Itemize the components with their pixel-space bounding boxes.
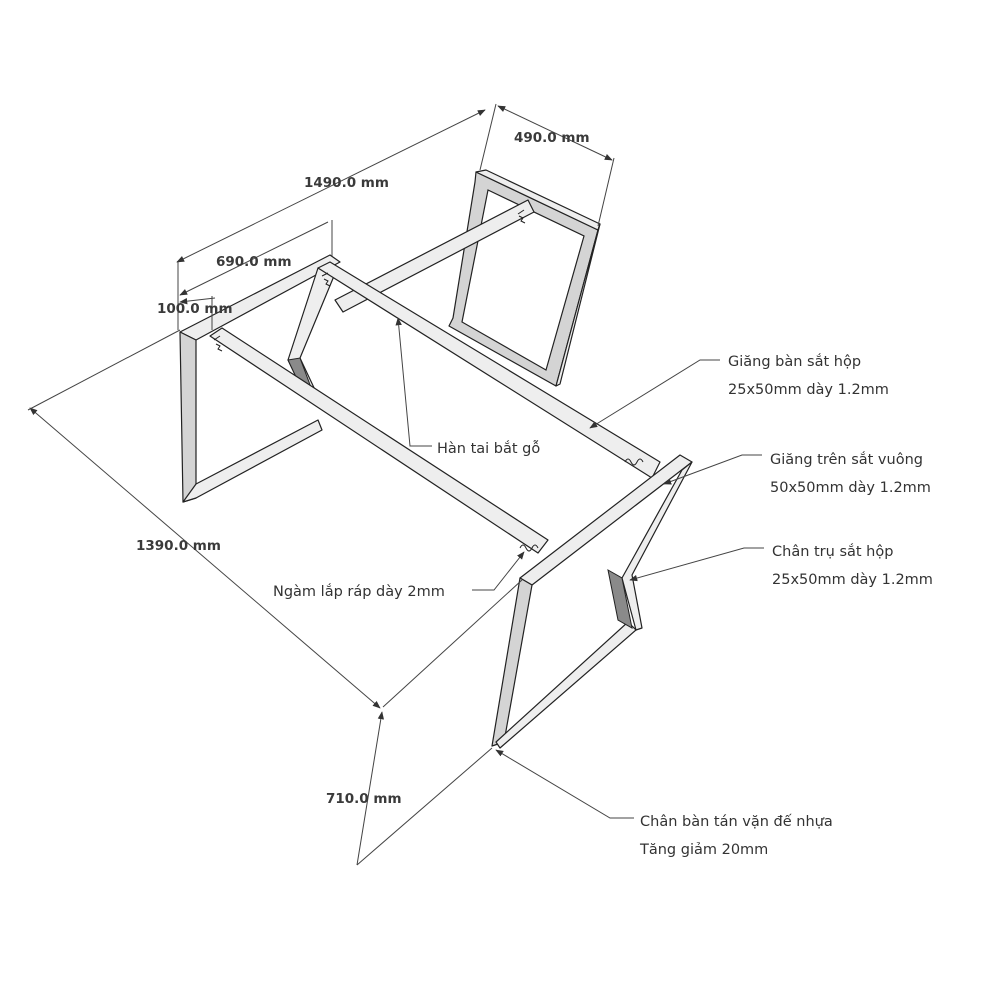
- dim-leg-top-width: 690.0 mm: [216, 254, 292, 270]
- callout-han-tai: Hàn tai bắt gỗ: [437, 440, 540, 457]
- callout-giang-ban-1: Giăng bàn sắt hộp: [728, 353, 861, 370]
- joint-tab-icons: [213, 209, 644, 552]
- callout-chan-ban-1: Chân bàn tán vặn đế nhựa: [640, 813, 833, 830]
- top-rail: [317, 261, 661, 479]
- callout-chan-ban-2: Tăng giảm 20mm: [639, 842, 768, 858]
- callout-giang-tren-2: 50x50mm dày 1.2mm: [770, 480, 931, 496]
- callout-giang-tren-1: Giăng trên sắt vuông: [770, 451, 923, 468]
- callout-chan-tru-2: 25x50mm dày 1.2mm: [772, 572, 933, 588]
- right-leg-frame: [491, 454, 693, 749]
- callout-chan-tru-1: Chân trụ sắt hộp: [772, 543, 893, 560]
- dim-overall-length: 1490.0 mm: [304, 175, 389, 191]
- dim-leg-depth: 490.0 mm: [514, 130, 590, 146]
- dim-diagonal-length: 1390.0 mm: [136, 538, 221, 554]
- dim-height: 710.0 mm: [326, 791, 402, 807]
- left-leg-frame: [179, 254, 341, 503]
- callout-ngam: Ngàm lắp ráp dày 2mm: [273, 583, 445, 600]
- callout-giang-ban-2: 25x50mm dày 1.2mm: [728, 382, 889, 398]
- dimension-lines: [27, 103, 615, 866]
- dim-offset: 100.0 mm: [157, 301, 233, 317]
- leader-lines: [395, 317, 764, 819]
